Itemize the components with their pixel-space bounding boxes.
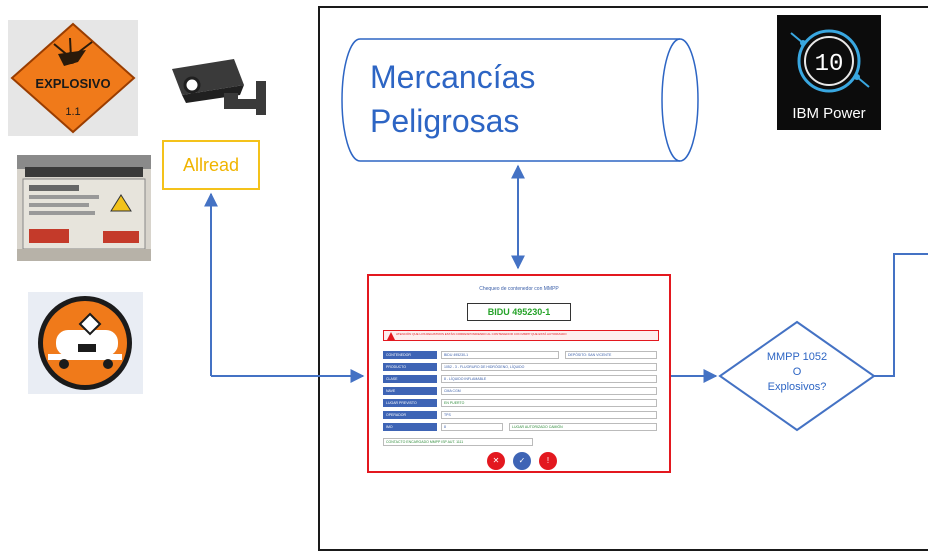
decision-line2: O: [792, 366, 802, 378]
field-label: LUGAR PREVISTO: [383, 399, 437, 407]
database-label: Mercancías Peligrosas: [370, 55, 600, 143]
explosive-sign-class: 1.1: [65, 106, 80, 118]
form-row: CLASE 8 - LÍQUIDO INFLAMABLE: [383, 375, 657, 383]
decision-label: MMPP 1052 O Explosivos?: [735, 350, 859, 395]
form-title: Chequeo de contenedor con MMPP: [479, 286, 559, 292]
field-value[interactable]: 8 - LÍQUIDO INFLAMABLE: [441, 375, 657, 383]
form-row: IMO 8 LUGAR AUTORIZADO CAMIÓN: [383, 423, 657, 431]
field-label: PRODUCTO: [383, 363, 437, 371]
field-label: CONTENEDOR: [383, 351, 437, 359]
field-value[interactable]: BIDU 495230-1: [441, 351, 559, 359]
tanker-truck-icon: [28, 292, 143, 394]
alert-text: ATENCIÓN QUE LOS REGISTROS ESTÁN CORRESP…: [396, 332, 567, 336]
field-extra[interactable]: DEPÓSITO: SAN VICENTE: [565, 351, 657, 359]
ibm-power-logo: 10 IBM Power: [777, 15, 881, 130]
database-label-line1: Mercancías: [370, 59, 536, 95]
explosive-sign-text: EXPLOSIVO: [35, 76, 110, 91]
camera-icon: [168, 55, 272, 125]
field-value[interactable]: EN PUERTO: [441, 399, 657, 407]
confirm-button[interactable]: ✓: [513, 452, 531, 470]
field-extra[interactable]: LUGAR AUTORIZADO CAMIÓN: [509, 423, 657, 431]
form-row: NAVE CMA CGM: [383, 387, 657, 395]
alert-bar: ATENCIÓN QUE LOS REGISTROS ESTÁN CORRESP…: [383, 330, 659, 341]
field-value[interactable]: 1052 - 3 - FLUORURO DE HIDRÓGENO, LÍQUID…: [441, 363, 657, 371]
allread-reader-box: Allread: [162, 140, 260, 190]
contact-line: CONTACTO ENCARGADO MMPP ISP AUT. 1111: [383, 438, 533, 446]
explosive-hazard-sign: EXPLOSIVO 1.1: [8, 20, 138, 136]
warning-icon: [387, 332, 395, 340]
container-id-box: BIDU 495230-1: [467, 303, 571, 321]
cancel-button[interactable]: ✕: [487, 452, 505, 470]
form-row: OPERADOR TPS: [383, 411, 657, 419]
field-label: IMO: [383, 423, 437, 431]
form-row: PRODUCTO 1052 - 3 - FLUORURO DE HIDRÓGEN…: [383, 363, 657, 371]
container-check-form: Chequeo de contenedor con MMPP BIDU 4952…: [367, 274, 671, 473]
decision-diamond: [718, 320, 876, 432]
database-cylinder: [341, 38, 699, 162]
ibm-power-label: IBM Power: [792, 105, 866, 122]
field-label: CLASE: [383, 375, 437, 383]
field-value[interactable]: CMA CGM: [441, 387, 657, 395]
field-value[interactable]: TPS: [441, 411, 657, 419]
decision-exit-line: [874, 253, 928, 377]
form-row: CONTENEDOR BIDU 495230-1 DEPÓSITO: SAN V…: [383, 351, 657, 359]
field-value[interactable]: 8: [441, 423, 503, 431]
alert-button[interactable]: !: [539, 452, 557, 470]
form-row: LUGAR PREVISTO EN PUERTO: [383, 399, 657, 407]
decision-line3: Explosivos?: [767, 381, 827, 393]
decision-line1: MMPP 1052: [766, 351, 828, 363]
field-label: NAVE: [383, 387, 437, 395]
ibm-version: 10: [815, 51, 844, 78]
database-label-line2: Peligrosas: [370, 103, 520, 139]
field-label: OPERADOR: [383, 411, 437, 419]
container-plate-photo: [17, 155, 151, 261]
